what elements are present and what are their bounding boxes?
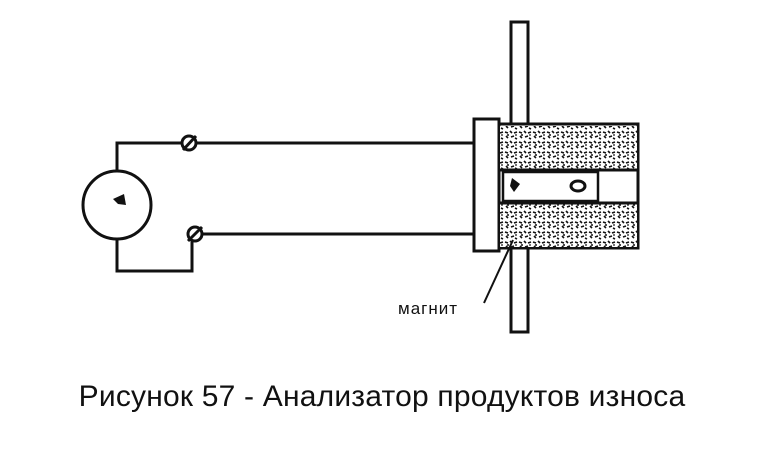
- terminal-upper: [180, 134, 198, 152]
- wear-particle-1: [510, 178, 520, 192]
- upper-wire: [115, 141, 186, 171]
- magnet-label: магнит: [398, 299, 458, 318]
- terminal-lower: [186, 225, 204, 243]
- wiring: [115, 141, 477, 273]
- figure-caption: Рисунок 57 - Анализатор продуктов износа: [78, 380, 686, 413]
- instrument-needle: [113, 194, 126, 205]
- magnet-callout: магнит: [398, 239, 514, 318]
- measuring-instrument: [81, 169, 153, 241]
- lower-magnet-block: [500, 203, 637, 247]
- upper-magnet-block: [500, 126, 637, 170]
- flange: [472, 117, 501, 253]
- wear-particle-2: [569, 179, 587, 193]
- lower-wire: [115, 239, 194, 273]
- sensor-housing: [497, 122, 640, 250]
- instrument-dial: [81, 169, 153, 241]
- magnet-leader-line: [483, 239, 514, 304]
